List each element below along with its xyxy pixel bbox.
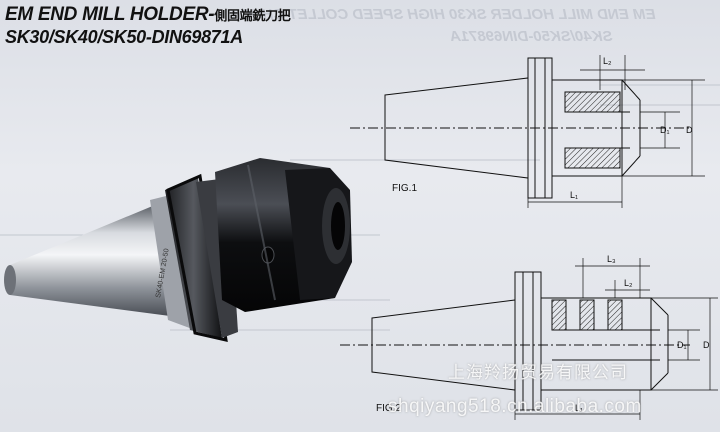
fig2-l1-label: L₁ <box>575 403 583 413</box>
tool-holder-photo: SK40-EM 20-50 <box>4 158 352 342</box>
fig1-drawing <box>350 55 705 208</box>
fig1-d1-label: D₁ <box>660 125 670 135</box>
fig2-d-label: D <box>703 340 710 350</box>
fig2-l2-label: L₂ <box>624 278 633 288</box>
watermark-company: 上海羚扬贸易有限公司 <box>448 363 628 383</box>
fig2-label: FIG.2 <box>376 403 402 414</box>
fig1-d-label: D <box>686 125 693 135</box>
page-subtitle: SK30/SK40/SK50-DIN69871A <box>5 27 243 47</box>
fig2-drawing <box>340 258 718 420</box>
title-english: EM END MILL HOLDER- <box>5 4 215 25</box>
fig1-l2-label: L₂ <box>603 56 612 66</box>
fig1-l1-label: L₁ <box>570 190 578 200</box>
fig1-label: FIG.1 <box>392 183 418 194</box>
fig2-d1-label: D₁ <box>677 340 687 350</box>
watermark-url: shqiyang518.cn.alibaba.com <box>388 396 642 417</box>
fig2-l3-label: L₃ <box>607 254 616 264</box>
title-chinese: 側固端銑刀把 <box>214 9 291 24</box>
page-title: EM END MILL HOLDER-側固端銑刀把 <box>5 4 291 26</box>
